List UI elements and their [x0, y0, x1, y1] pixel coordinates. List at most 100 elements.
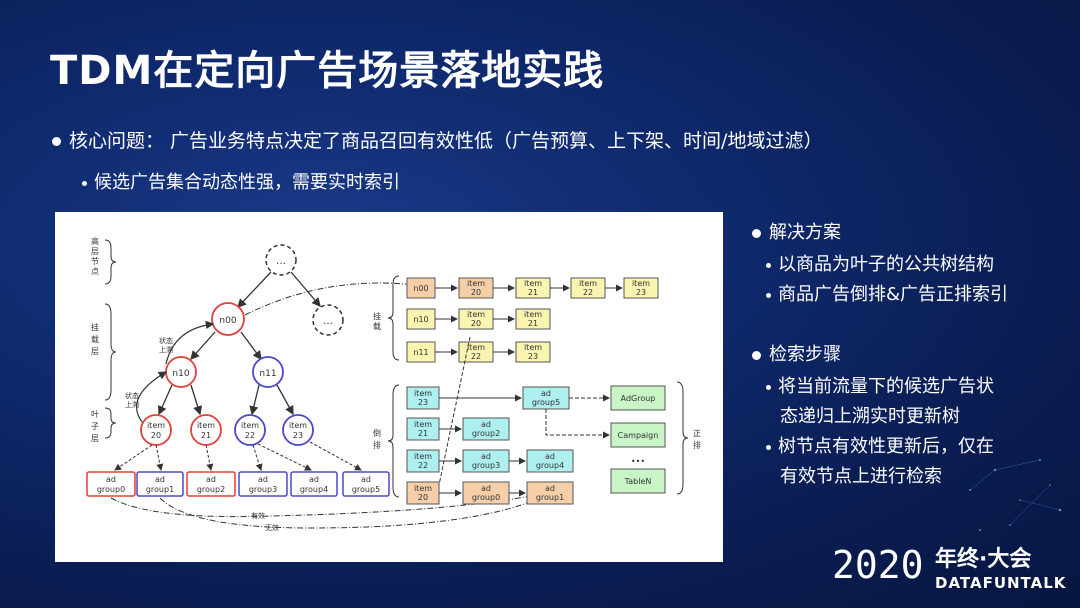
adgroup1-box	[136, 471, 184, 497]
adgroup0-label-b: group0	[97, 485, 125, 494]
bullet-small-dot-icon	[766, 292, 771, 298]
svg-text:item: item	[579, 279, 597, 288]
node-n00-label: n00	[219, 316, 236, 326]
brand-name: DATAFUNTALK	[935, 574, 1067, 592]
solution-item-text: 以商品为叶子的公共树结构	[778, 254, 994, 275]
bullet-dot-icon	[752, 228, 761, 238]
svg-text:ad: ad	[481, 452, 491, 461]
retrieval-item: 树节点有效性更新后，仅在	[752, 432, 1072, 462]
leaf-item20-b: 20	[151, 431, 161, 440]
svg-text:23: 23	[418, 398, 428, 407]
level-label-leaf: 叶子层	[91, 410, 99, 443]
adgroup4-label-b: group4	[300, 485, 328, 494]
fwd-tablen-label: TableN	[624, 477, 652, 486]
svg-text:item: item	[524, 343, 542, 352]
svg-text:group2: group2	[472, 429, 500, 438]
svg-text:21: 21	[418, 429, 428, 438]
brand-year: 2020	[832, 543, 924, 587]
svg-text:item: item	[524, 310, 542, 319]
valid-label: 有效	[251, 511, 265, 520]
fwd-dots: •••	[631, 457, 645, 466]
node-top-ellipsis	[265, 244, 297, 276]
adgroup1-label-a: ad	[155, 475, 165, 484]
retrieval-heading-text: 检索步骤	[769, 344, 841, 365]
adgroup3-label-a: ad	[258, 475, 268, 484]
svg-text:20: 20	[471, 319, 481, 328]
solution-item-text: 商品广告倒排&广告正排索引	[778, 284, 1009, 305]
svg-text:group4: group4	[536, 461, 564, 470]
svg-text:item: item	[414, 452, 432, 461]
bullet-sub-text: 候选广告集合动态性强，需要实时索引	[94, 172, 400, 193]
bullet-small-dot-icon	[766, 444, 771, 450]
retrieval-item-text: 树节点有效性更新后，仅在	[778, 436, 994, 457]
svg-text:item: item	[467, 310, 485, 319]
bullet-dot-icon	[52, 137, 61, 146]
svg-text:23: 23	[636, 288, 646, 297]
mount-row3-item23	[515, 341, 551, 363]
svg-text:group3: group3	[472, 461, 500, 470]
bullet-sub: 候选广告集合动态性强，需要实时索引	[82, 168, 400, 194]
svg-text:22: 22	[583, 288, 593, 297]
tdm-tree-index-diagram: 高层节点 挂载层 叶子层 … … n00 n10 n11 it	[55, 212, 723, 562]
svg-text:ad: ad	[541, 389, 551, 398]
svg-text:item: item	[632, 279, 650, 288]
svg-text:22: 22	[418, 461, 428, 470]
leaf-item22-b: 22	[245, 431, 255, 440]
adgroup2-box	[186, 471, 236, 497]
solution-heading: 解决方案	[752, 218, 1072, 248]
leaf-item23-b: 23	[293, 431, 303, 440]
svg-text:n10: n10	[413, 315, 428, 324]
svg-text:20: 20	[418, 493, 428, 502]
inv-adgroup4	[526, 449, 574, 473]
retrieval-heading: 检索步骤	[752, 340, 1072, 370]
solution-heading-text: 解决方案	[769, 222, 841, 243]
node-n00	[211, 302, 245, 336]
brand-event: 年终·大会	[935, 547, 1032, 572]
svg-text:20: 20	[471, 288, 481, 297]
svg-text:item: item	[467, 343, 485, 352]
node-n11	[252, 356, 284, 388]
adgroup4-box	[290, 471, 338, 497]
retrieval-item: 将当前流量下的候选广告状	[752, 372, 1072, 402]
adgroup3-label-b: group3	[249, 485, 277, 494]
state-up-label-2: 状态上溯	[159, 336, 173, 354]
solution-item: 以商品为叶子的公共树结构	[752, 250, 1072, 280]
mount-row1-item23	[623, 277, 659, 299]
fwd-adgroup-label: AdGroup	[621, 394, 656, 403]
solution-item: 商品广告倒排&广告正排索引	[752, 280, 1072, 310]
svg-text:ad: ad	[481, 484, 491, 493]
svg-text:21: 21	[528, 319, 538, 328]
sparkle-decoration-icon	[969, 459, 1062, 531]
node-n10-label: n10	[172, 369, 189, 379]
right-panel: 解决方案 以商品为叶子的公共树结构 商品广告倒排&广告正排索引 检索步骤 将当前…	[752, 218, 1072, 492]
svg-text:ad: ad	[481, 420, 491, 429]
adgroup4-label-a: ad	[309, 475, 319, 484]
leaf-item21-a: item	[197, 421, 215, 430]
bullet-main: 核心问题： 广告业务特点决定了商品召回有效性低（广告预算、上下架、时间/地域过滤…	[52, 126, 822, 153]
leaf-item22	[234, 414, 266, 446]
svg-text:ad: ad	[545, 484, 555, 493]
fwd-campaign-label: Campaign	[618, 431, 659, 440]
fwd-tablen-box	[610, 468, 666, 494]
level-label-mount: 挂载层	[91, 322, 99, 356]
svg-text:item: item	[524, 279, 542, 288]
svg-text:group1: group1	[536, 493, 564, 502]
bullet-main-text: 核心问题： 广告业务特点决定了商品召回有效性低（广告预算、上下架、时间/地域过滤…	[69, 130, 823, 152]
bullet-small-dot-icon	[82, 180, 87, 186]
mount-label: 挂载	[373, 311, 381, 331]
retrieval-item-cont: 态递归上溯实时更新树	[780, 406, 960, 427]
svg-text:ad: ad	[545, 452, 555, 461]
node-side-ellipsis-label: …	[323, 316, 333, 327]
retrieval-item-text: 将当前流量下的候选广告状	[778, 376, 994, 397]
svg-text:item: item	[467, 279, 485, 288]
svg-text:21: 21	[528, 288, 538, 297]
node-side-ellipsis	[312, 304, 344, 336]
fwd-campaign-box	[610, 422, 666, 448]
mount-n00-label: n00	[413, 284, 428, 293]
svg-text:item: item	[414, 420, 432, 429]
slide-title: TDM在定向广告场景落地实践	[50, 48, 605, 94]
adgroup5-label-a: ad	[361, 475, 371, 484]
bullet-dot-icon	[752, 350, 761, 360]
svg-text:22: 22	[471, 352, 481, 361]
svg-text:n11: n11	[413, 348, 428, 357]
